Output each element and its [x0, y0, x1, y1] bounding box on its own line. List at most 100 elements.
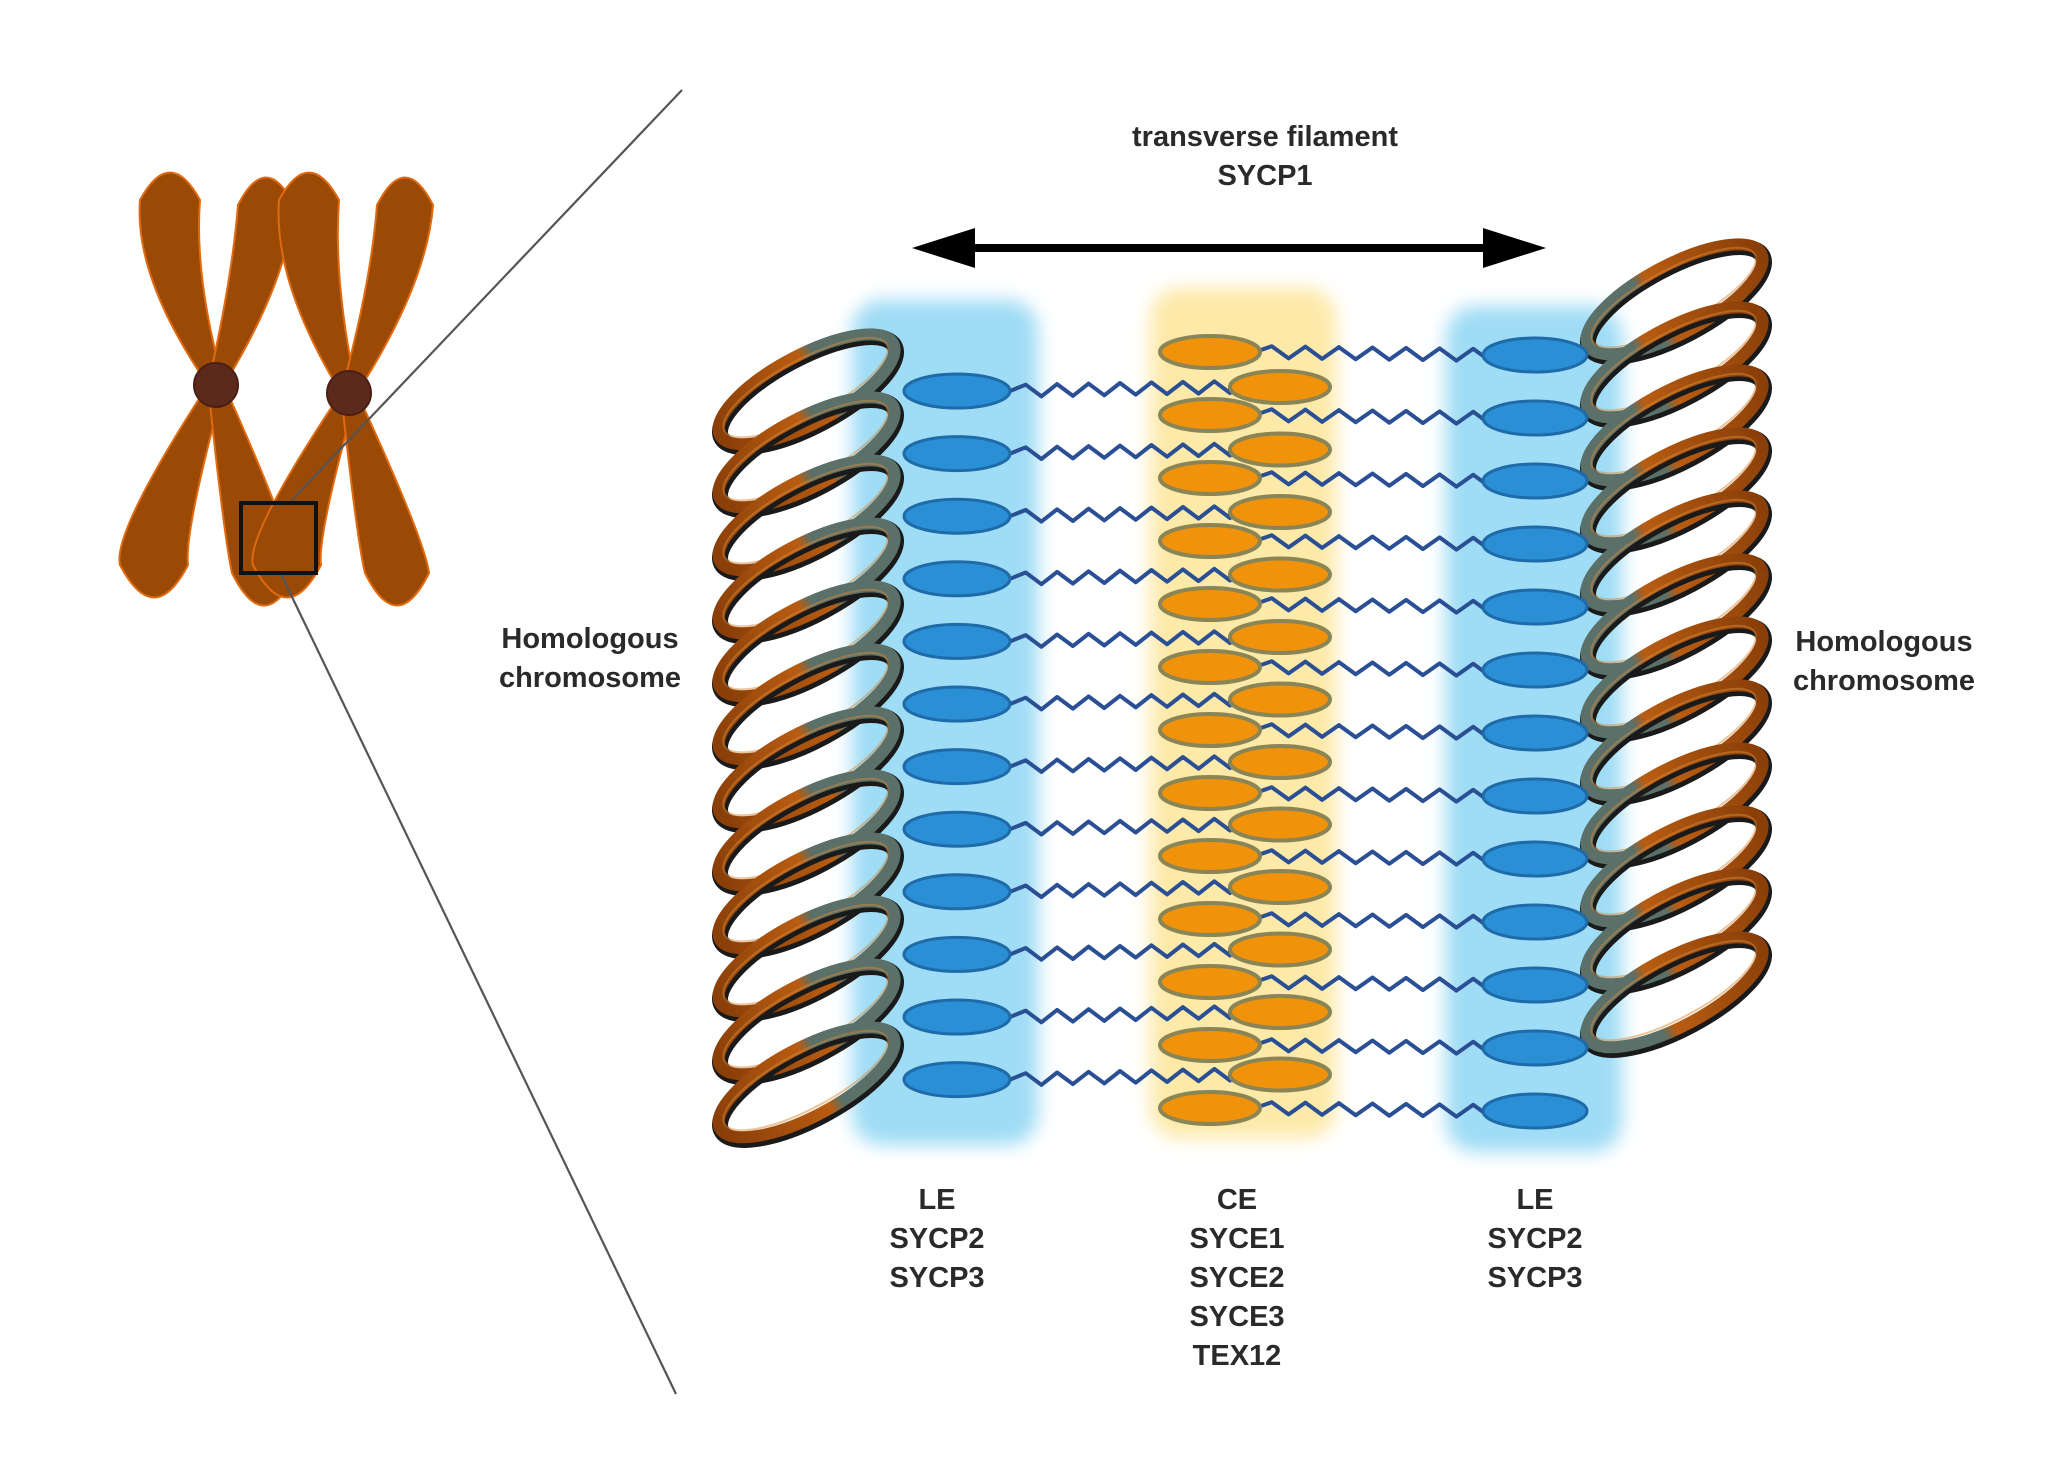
lateral-element-unit	[902, 435, 1012, 473]
lateral-element-unit	[1481, 525, 1589, 563]
lateral-element-unit	[902, 622, 1012, 660]
title-line-1: transverse filament	[1132, 121, 1398, 153]
transverse-filament	[1009, 879, 1232, 900]
chromatid-arm	[138, 171, 226, 386]
lateral-element-unit	[1481, 903, 1589, 941]
left-label-line-2: chromosome	[498, 662, 682, 694]
centromere	[193, 362, 239, 408]
transverse-filament	[1254, 722, 1492, 741]
transverse-filament-double-arrow	[912, 228, 1546, 268]
arrowhead-right-icon	[1483, 228, 1546, 268]
central-element-unit	[1228, 994, 1332, 1030]
le-left-name: LE	[918, 1184, 956, 1216]
central-element-unit	[1158, 964, 1262, 1000]
transverse-filament	[1009, 1004, 1232, 1025]
lateral-element-left	[902, 372, 1012, 1099]
le-left-protein: SYCP2	[889, 1223, 985, 1255]
lateral-element-unit	[902, 998, 1012, 1036]
central-element-unit	[1228, 806, 1332, 843]
transverse-filament	[1009, 504, 1232, 524]
homologous-chromosome-label-right: Homologous chromosome	[1774, 623, 1994, 701]
central-element-unit	[1158, 649, 1262, 685]
central-element	[1158, 334, 1332, 1126]
zoom-line-top	[289, 89, 683, 503]
central-element-unit	[1228, 494, 1332, 530]
lateral-element-unit	[1481, 399, 1589, 437]
title-line-2: SYCP1	[1217, 160, 1313, 192]
lateral-element-unit	[902, 1061, 1012, 1099]
transverse-filament	[1009, 1066, 1232, 1087]
chromosome-1	[118, 171, 298, 607]
le-right-protein: SYCP2	[1487, 1223, 1583, 1255]
ce-protein: SYCE2	[1189, 1262, 1285, 1294]
right-label-line-2: chromosome	[1792, 665, 1976, 697]
homologous-chromosome-label-left: Homologous chromosome	[480, 620, 700, 698]
lateral-element-unit	[902, 935, 1012, 973]
chromatin-loop	[1580, 931, 1772, 1058]
central-element-unit	[1228, 869, 1332, 905]
central-element-unit	[1158, 775, 1262, 811]
lateral-element-unit	[902, 685, 1012, 723]
central-element-unit	[1158, 712, 1262, 748]
transverse-filament	[1254, 407, 1492, 426]
lateral-element-unit	[1481, 651, 1589, 689]
transverse-filament	[1009, 691, 1232, 712]
lateral-element-unit	[1481, 1092, 1589, 1130]
chromatin-loop	[712, 1021, 904, 1148]
central-element-unit	[1228, 619, 1332, 655]
chromosome-pair-overview	[118, 171, 435, 607]
le-left-protein: SYCP3	[889, 1262, 985, 1294]
central-element-unit	[1158, 523, 1262, 559]
ce-protein: SYCE1	[1189, 1223, 1285, 1255]
lateral-element-unit	[1481, 336, 1589, 374]
transverse-filament	[1009, 379, 1232, 399]
lateral-element-unit	[1481, 840, 1589, 878]
ce-protein: TEX12	[1192, 1340, 1282, 1372]
transverse-filament	[1009, 566, 1232, 587]
transverse-filament	[1009, 441, 1232, 461]
transverse-filament	[1009, 941, 1232, 962]
central-element-unit	[1228, 556, 1332, 593]
zoom-line-bottom	[279, 571, 677, 1395]
le-right-protein: SYCP3	[1487, 1262, 1583, 1294]
lateral-element-unit	[1481, 777, 1589, 815]
chromatin-loop	[712, 832, 904, 959]
lateral-element-unit	[902, 560, 1012, 598]
chromatid-arm	[206, 176, 296, 386]
lateral-element-unit	[902, 810, 1012, 848]
transverse-filament	[1254, 1037, 1492, 1056]
lateral-element-right	[1481, 336, 1589, 1130]
transverse-filament	[1254, 974, 1492, 993]
lateral-element-unit	[1481, 1029, 1589, 1067]
central-element-unit	[1158, 838, 1262, 874]
central-element-unit	[1158, 1027, 1262, 1063]
transverse-filament	[1254, 1100, 1492, 1119]
transverse-filament	[1254, 344, 1492, 363]
lateral-element-unit	[902, 497, 1012, 535]
transverse-filament	[1009, 816, 1232, 837]
lateral-element-unit	[902, 873, 1012, 911]
right-label-line-1: Homologous	[1795, 626, 1973, 658]
central-element-unit	[1158, 586, 1262, 622]
homologous-chromosome-coil-left	[712, 328, 904, 1148]
ce-name: CE	[1216, 1184, 1258, 1216]
transverse-filament	[1254, 596, 1492, 615]
zoom-region-box	[239, 501, 318, 575]
lateral-element-unit	[902, 372, 1012, 410]
central-element-unit	[1228, 369, 1332, 405]
transverse-filament	[1254, 533, 1492, 552]
central-element-unit	[1158, 901, 1262, 937]
transverse-filament	[1254, 659, 1492, 678]
le-right-legend: LE SYCP2 SYCP3	[1455, 1181, 1615, 1298]
ce-protein: SYCE3	[1189, 1301, 1285, 1333]
central-element-unit	[1158, 397, 1262, 433]
le-right-name: LE	[1516, 1184, 1554, 1216]
arrowhead-left-icon	[912, 228, 975, 268]
transverse-filament	[1254, 785, 1492, 804]
chromatid-arm	[118, 384, 226, 599]
central-element-unit	[1228, 681, 1332, 718]
transverse-filament-title: transverse filament SYCP1	[1115, 118, 1415, 196]
lateral-element-unit	[1481, 714, 1589, 752]
central-element-unit	[1158, 1090, 1262, 1126]
centromere	[326, 370, 372, 416]
